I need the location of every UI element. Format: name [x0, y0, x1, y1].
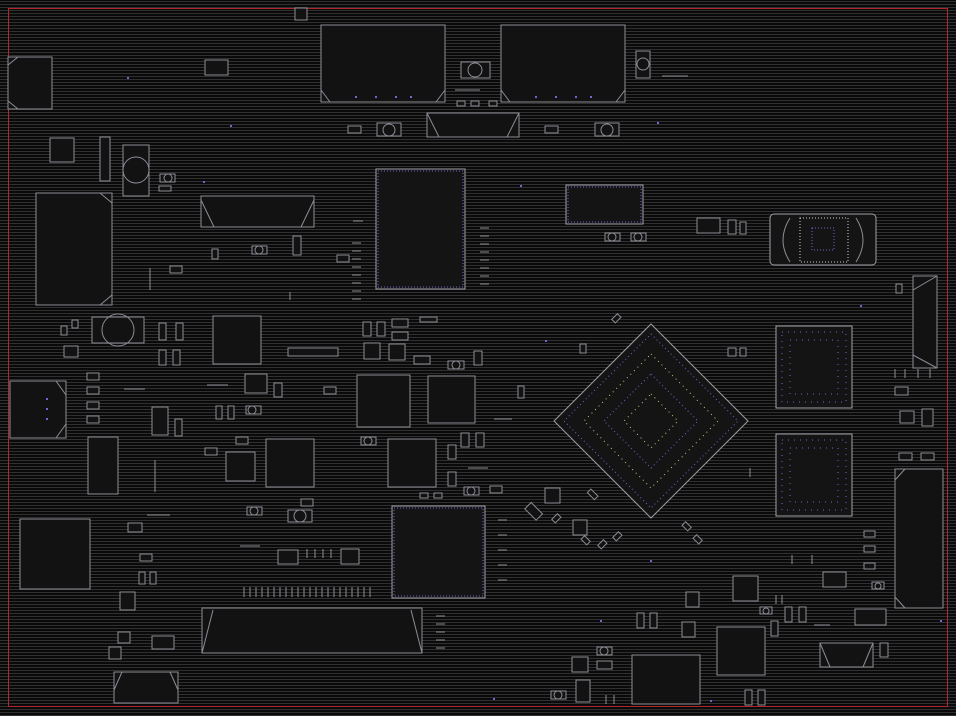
right-edge-connector-top — [912, 275, 938, 369]
small-part-j — [419, 316, 438, 323]
small-part-d — [117, 631, 131, 644]
soc-chip-upper — [375, 168, 466, 290]
top-left-connector — [320, 24, 446, 103]
small-part-h — [277, 549, 299, 565]
left-mid-connector — [9, 380, 67, 439]
small-part-r — [899, 410, 915, 424]
ic-qfn-a — [225, 451, 256, 482]
small-part-p — [571, 656, 589, 673]
rect-ic-top-right — [565, 184, 644, 225]
ic-rect-bottom — [631, 654, 701, 705]
memory-chip-b — [775, 433, 853, 517]
ic-qfn-b — [244, 373, 268, 394]
soc-chip-lower — [391, 505, 486, 599]
left-capacitor — [87, 436, 119, 495]
pin-rows — [243, 227, 931, 704]
oscillator-left — [122, 144, 150, 197]
small-part-i — [340, 548, 360, 565]
resistor-array-left — [60, 319, 100, 424]
pin-header-strip — [287, 347, 339, 357]
small-part-n — [685, 591, 700, 608]
ic-qfn-right — [732, 575, 759, 602]
left-top-connector — [7, 56, 53, 110]
small-part-q — [575, 679, 591, 703]
board-outline — [8, 8, 948, 707]
center-top-connector — [426, 112, 520, 138]
ic-qfn-center — [356, 374, 411, 428]
header-strip — [99, 136, 111, 182]
small-part-o — [681, 621, 696, 638]
fiducial-top — [294, 7, 308, 21]
small-ic-left — [49, 137, 75, 163]
ic-square-d — [387, 438, 437, 488]
top-right-connector — [500, 24, 626, 103]
small-part-g — [388, 343, 406, 361]
small-part-l — [822, 571, 847, 588]
ic-square-right — [716, 626, 766, 676]
small-part-a — [204, 59, 229, 76]
connector-bottom-right — [819, 642, 874, 668]
upper-connector-mid — [200, 195, 315, 228]
small-part-f — [363, 342, 381, 360]
bottom-connector — [201, 607, 423, 654]
signal-traces — [124, 75, 830, 626]
memory-chip-a — [775, 325, 853, 409]
small-part-k — [696, 217, 721, 234]
small-part-m — [854, 608, 887, 626]
left-lower-module — [19, 518, 91, 590]
buzzer — [91, 316, 145, 344]
crystal-oscillator — [769, 213, 877, 266]
small-smd-cluster — [127, 50, 935, 706]
ic-square-a — [212, 315, 262, 365]
small-part-c — [151, 635, 175, 650]
bga-diamond-processor — [553, 323, 749, 519]
inductor-small — [151, 406, 169, 436]
rotated-smd-parts — [524, 313, 703, 550]
ic-square-b — [265, 438, 315, 488]
ic-square-c — [427, 375, 476, 424]
right-edge-connector-bottom — [894, 468, 944, 609]
bottom-left-connector — [113, 671, 179, 704]
left-large-inductor — [35, 192, 113, 306]
small-part-e — [108, 646, 122, 660]
small-part-b — [119, 591, 136, 611]
vias — [127, 77, 942, 702]
